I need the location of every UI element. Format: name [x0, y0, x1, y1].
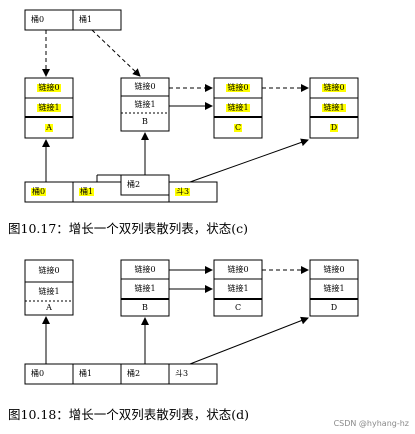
bottom-bucket-3: 斗3	[169, 364, 217, 384]
node-label: D	[330, 303, 338, 312]
node-label: B	[142, 303, 148, 312]
node-d-value: D	[310, 300, 358, 316]
bottom-bucket-0: 桶0	[25, 182, 73, 202]
link-label: 链接1	[323, 284, 345, 293]
node-c-link-1: 链接1	[214, 98, 262, 117]
bucket-label: 桶0	[31, 187, 47, 196]
node-c-link-0: 链接0	[214, 260, 262, 279]
node-label: C	[233, 123, 243, 132]
top-bucket-1: 桶1	[73, 10, 121, 30]
bucket-label: 桶2	[127, 369, 141, 378]
node-label: C	[234, 303, 242, 312]
node-label: A	[46, 303, 52, 312]
link-label: 链接1	[134, 284, 156, 293]
bucket-label: 桶1	[79, 369, 93, 378]
top-bucket-0: 桶0	[25, 10, 73, 30]
link-label: 链接1	[38, 286, 60, 296]
node-b-link-1: 链接1	[121, 279, 169, 299]
node-label: B	[142, 117, 148, 126]
node-d-link-1: 链接1	[310, 279, 358, 299]
bottom-bucket-1: 桶1	[73, 364, 121, 384]
node-b-value: B	[121, 113, 169, 131]
caption-d: 图10.18：增长一个双列表散列表，状态(d)	[8, 407, 250, 422]
watermark: CSDN @hyhang-hz	[333, 419, 409, 428]
node-d-link-1: 链接1	[310, 98, 358, 117]
bucket-label: 桶0	[31, 15, 45, 24]
link-label: 链接0	[226, 83, 250, 92]
node-a-link-1: 链接1	[25, 282, 73, 301]
link-label: 链接0	[227, 264, 249, 274]
link-label: 链接0	[323, 264, 345, 274]
node-c-link-0: 链接0	[214, 78, 262, 98]
bottom-bucket-3: 斗3	[169, 182, 217, 202]
bucket-label: 桶1	[79, 187, 95, 196]
link-label: 链接0	[134, 82, 156, 91]
link-label: 链接0	[38, 266, 60, 275]
bottom-bucket-2: 桶2	[121, 175, 169, 195]
bucket-label: 斗3	[175, 369, 189, 378]
link-label: 链接1	[134, 99, 156, 109]
node-a-value: A	[25, 301, 73, 315]
node-d-link-0: 链接0	[310, 78, 358, 98]
caption-c: 图10.17：增长一个双列表散列表，状态(c)	[8, 221, 249, 236]
bottom-bucket-0: 桶0	[25, 364, 73, 384]
node-label: D	[329, 123, 339, 132]
link-label: 链接1	[322, 102, 346, 112]
bucket-label: 桶0	[31, 369, 45, 378]
link-label: 链接0	[322, 83, 346, 92]
node-a-value: A	[25, 118, 73, 138]
bucket-label: 桶1	[79, 15, 93, 24]
bottom-bucket-1: 桶1	[73, 182, 121, 202]
link-label: 链接0	[134, 264, 156, 274]
node-d-link-0: 链接0	[310, 260, 358, 279]
bucket-label: 桶2	[127, 180, 141, 189]
node-c-link-1: 链接1	[214, 279, 262, 299]
link-label: 链接1	[226, 102, 250, 112]
node-c-value: C	[214, 300, 262, 316]
node-d-value: D	[310, 118, 358, 138]
bucket-label: 斗3	[175, 187, 191, 196]
node-b-link-1: 链接1	[121, 96, 169, 113]
node-label: A	[45, 123, 53, 132]
node-a-link-0: 链接0	[25, 78, 73, 98]
node-b-link-0: 链接0	[121, 78, 169, 96]
node-a-link-0: 链接0	[25, 260, 73, 282]
link-label: 链接1	[227, 284, 249, 293]
node-b-link-0: 链接0	[121, 260, 169, 279]
node-b-value: B	[121, 300, 169, 316]
link-label: 链接1	[37, 102, 61, 112]
node-c-value: C	[214, 118, 262, 138]
bottom-bucket-2: 桶2	[121, 364, 169, 384]
node-a-link-1: 链接1	[25, 98, 73, 117]
link-label: 链接0	[37, 83, 61, 92]
